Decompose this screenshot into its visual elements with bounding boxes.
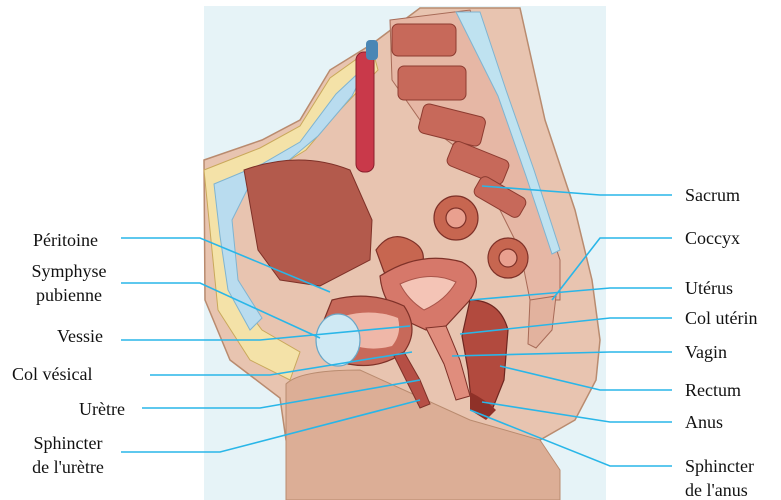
label-sphincter-uretre-line2: de l'urètre [16, 455, 120, 479]
pubic-bone [316, 314, 360, 366]
label-symphyse-line2: pubienne [19, 283, 119, 307]
label-anus: Anus [685, 410, 723, 434]
label-col-vesical: Col vésical [12, 362, 92, 386]
label-peritoine: Péritoine [33, 228, 98, 252]
label-vagin: Vagin [685, 340, 727, 364]
label-sphincter-uretre-line1: Sphincter [16, 431, 120, 455]
label-symphyse-line1: Symphyse [19, 259, 119, 283]
label-rectum: Rectum [685, 378, 741, 402]
label-uretre: Urètre [79, 397, 125, 421]
label-symphyse-pubienne: Symphyse pubienne [19, 259, 119, 307]
vena-cava [366, 40, 378, 60]
label-col-uterin: Col utérin [685, 306, 758, 330]
label-sacrum: Sacrum [685, 183, 740, 207]
label-coccyx: Coccyx [685, 226, 740, 250]
aorta [356, 52, 374, 172]
label-sphincter-anus: Sphincter de l'anus [685, 454, 754, 500]
label-sphincter-anus-line1: Sphincter [685, 454, 754, 478]
label-vessie: Vessie [57, 324, 103, 348]
label-sphincter-uretre: Sphincter de l'urètre [16, 431, 120, 479]
label-uterus: Utérus [685, 276, 733, 300]
label-sphincter-anus-line2: de l'anus [685, 478, 754, 500]
